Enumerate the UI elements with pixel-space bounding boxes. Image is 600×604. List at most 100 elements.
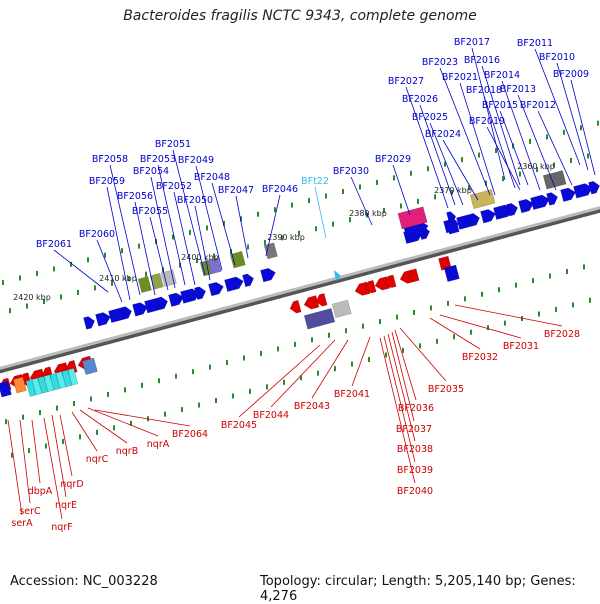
- gene-leader-line: [150, 176, 176, 289]
- tick-mark: [247, 244, 249, 250]
- tick-mark: [243, 355, 245, 361]
- feature-block-shape: [67, 367, 79, 386]
- gene-leader-line: [454, 304, 563, 327]
- forward-gene-block: [443, 264, 460, 282]
- gene-label-bf2043: BF2043: [294, 401, 330, 412]
- gene-leader-line: [19, 419, 31, 504]
- reverse-gene-arrow: [315, 293, 328, 307]
- gene-leader-line: [79, 409, 128, 444]
- forward-gene-arrow-shape: [468, 213, 480, 227]
- gene-leader-line: [94, 409, 191, 427]
- tick-mark: [145, 271, 147, 277]
- tick-mark: [487, 325, 489, 331]
- tick-mark: [583, 264, 585, 270]
- forward-gene-arrow: [168, 292, 184, 307]
- gene-leader-line: [394, 329, 417, 401]
- gene-label-bf2060: BF2060: [79, 229, 115, 240]
- feature-block-shape: [207, 257, 222, 275]
- tick-mark: [138, 243, 140, 249]
- tick-mark: [175, 373, 177, 379]
- gene-leader-line: [429, 122, 464, 206]
- tick-mark: [96, 429, 98, 435]
- gene-label-bf2031: BF2031: [503, 341, 539, 352]
- forward-gene-arrow: [83, 316, 95, 330]
- forward-gene-arrow-shape: [242, 273, 254, 288]
- reverse-gene-arrow: [384, 274, 397, 289]
- forward-gene-arrow-shape: [194, 286, 206, 300]
- tick-mark: [53, 266, 55, 272]
- gene-leader-line: [439, 67, 491, 196]
- gene-leader-line: [351, 336, 371, 387]
- forward-gene-arrow-shape: [120, 306, 132, 320]
- feature-block: [331, 299, 352, 318]
- tick-mark: [43, 299, 45, 305]
- map-title: Bacteroides fragilis NCTC 9343, complete…: [123, 8, 477, 24]
- tick-mark: [563, 129, 565, 135]
- gene-label-nqre: nqrE: [55, 500, 77, 511]
- reverse-gene-arrow: [289, 299, 302, 314]
- tick-mark: [419, 343, 421, 349]
- tick-mark: [181, 407, 183, 413]
- tick-mark: [79, 434, 81, 440]
- tick-mark: [427, 166, 429, 172]
- gene-leader-line: [172, 149, 206, 276]
- reverse-gene-arrow-shape: [407, 268, 420, 282]
- tick-mark: [308, 198, 310, 204]
- forward-gene-arrow: [208, 281, 224, 297]
- gene-label-bft22: BFt22: [301, 176, 329, 187]
- gene-leader-line: [391, 331, 415, 422]
- gene-label-bf2041: BF2041: [334, 389, 370, 400]
- gene-leader-line: [43, 417, 63, 520]
- feature-block: [61, 369, 73, 388]
- feature-block: [25, 379, 37, 397]
- tick-mark: [111, 280, 113, 286]
- forward-gene-arrow: [546, 192, 558, 206]
- forward-gene-arrow: [242, 273, 254, 288]
- gene-label-bf2038: BF2038: [397, 444, 433, 455]
- forward-gene-arrow: [518, 198, 534, 214]
- gene-label-bf2026: BF2026: [402, 94, 438, 105]
- tick-mark: [283, 379, 285, 385]
- tick-mark: [121, 248, 123, 254]
- tick-mark: [332, 221, 334, 227]
- gene-leader-line: [429, 317, 481, 350]
- tick-mark: [26, 303, 28, 309]
- tick-mark: [2, 280, 4, 286]
- tick-mark: [141, 382, 143, 388]
- gene-label-bf2027: BF2027: [388, 76, 424, 87]
- gene-leader-line: [486, 126, 521, 191]
- tick-mark: [580, 125, 582, 131]
- gene-leader-line: [270, 339, 336, 408]
- gene-label-bf2029: BF2029: [375, 154, 411, 165]
- tick-mark: [589, 297, 591, 303]
- gene-leader-line: [534, 48, 581, 166]
- gene-label-bf2036: BF2036: [398, 403, 434, 414]
- tick-mark: [113, 425, 115, 431]
- tick-mark: [317, 370, 319, 376]
- forward-gene-arrow: [560, 187, 576, 202]
- tick-mark: [274, 207, 276, 213]
- tick-mark: [226, 360, 228, 366]
- feature-block-shape: [55, 371, 67, 389]
- tick-mark: [400, 203, 402, 209]
- gene-label-bf2054: BF2054: [133, 166, 169, 177]
- gene-leader-line: [471, 47, 506, 181]
- gene-label-nqrb: nqrB: [116, 446, 138, 457]
- feature-block: [160, 269, 177, 287]
- gene-label-bf2037: BF2037: [396, 424, 432, 435]
- gene-leader-line: [195, 165, 223, 271]
- forward-gene-arrow: [224, 276, 244, 292]
- gene-leader-line: [570, 79, 596, 176]
- tick-mark: [519, 171, 521, 177]
- tick-mark: [570, 157, 572, 163]
- tick-mark: [498, 287, 500, 293]
- tick-mark: [470, 329, 472, 335]
- gene-label-nqrc: nqrC: [86, 454, 109, 465]
- gene-leader-line: [194, 205, 211, 281]
- forward-gene-arrow-shape: [546, 192, 558, 206]
- tick-mark: [192, 369, 194, 375]
- tick-mark: [538, 311, 540, 317]
- gene-label-bf2028: BF2028: [544, 329, 580, 340]
- tick-mark: [315, 226, 317, 232]
- gene-leader-line: [31, 419, 41, 484]
